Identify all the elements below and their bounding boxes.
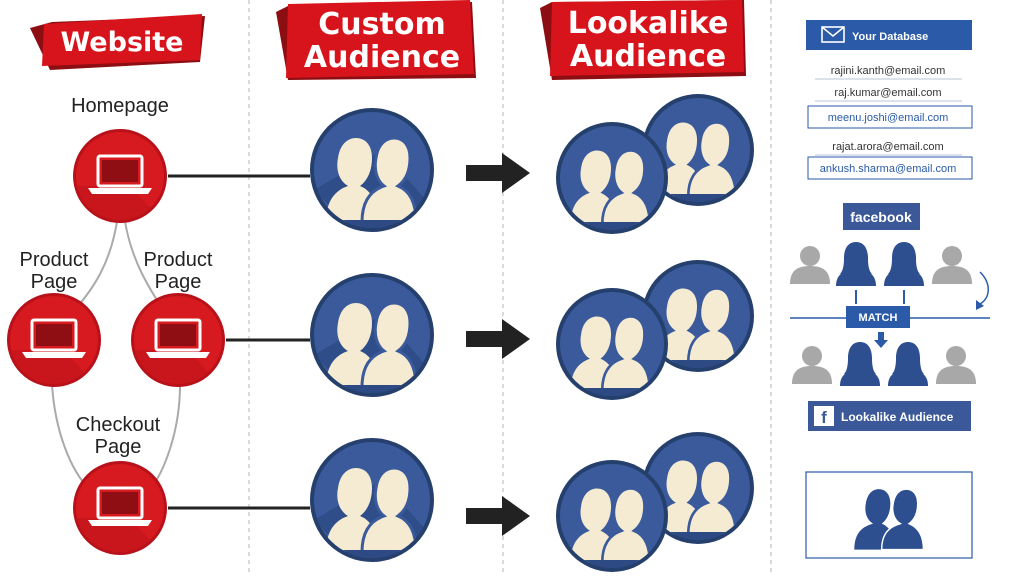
person-gray-icon xyxy=(792,346,832,384)
email-list: rajini.kanth@email.com raj.kumar@email.c… xyxy=(807,65,973,180)
custom-audience-circle-1 xyxy=(310,108,452,250)
facebook-logo-text: facebook xyxy=(850,209,912,225)
people-pair-icon xyxy=(854,488,925,551)
checkout-page-label-1: Checkout xyxy=(76,414,161,436)
person-gray-icon xyxy=(790,246,830,284)
product-page-left-node xyxy=(5,291,103,389)
checkout-page-node xyxy=(71,459,169,557)
lookalike-audience-title-1: Lookalike xyxy=(568,6,729,41)
person-blue-icon xyxy=(888,342,928,386)
lookalike-badge-text: Lookalike Audience xyxy=(841,410,954,424)
email-item-matched: meenu.joshi@email.com xyxy=(828,112,949,124)
email-item: rajat.arora@email.com xyxy=(832,141,943,153)
email-item: raj.kumar@email.com xyxy=(834,87,941,99)
custom-audience-title-2: Audience xyxy=(304,40,460,75)
database-title: Your Database xyxy=(852,31,928,43)
lookalike-audience-banner: Lookalike Audience xyxy=(540,0,746,80)
person-blue-icon xyxy=(836,242,876,286)
arrow-right-icon xyxy=(466,496,530,536)
custom-audience-banner: Custom Audience xyxy=(276,0,476,80)
lookalike-audience-group-1 xyxy=(556,94,754,242)
arrow-right-icon xyxy=(466,319,530,359)
people-row-bottom xyxy=(792,342,976,386)
person-blue-icon xyxy=(840,342,880,386)
product-page-right-label-1: Product xyxy=(144,249,213,271)
custom-audience-circle-3 xyxy=(310,438,452,576)
match-label: MATCH xyxy=(859,312,898,324)
match-badge: MATCH xyxy=(846,306,910,328)
checkout-page-label-2: Page xyxy=(95,436,142,458)
product-page-left-label-2: Page xyxy=(31,271,78,293)
people-row-top xyxy=(790,242,972,286)
down-arrow-icon xyxy=(874,332,888,348)
facebook-f-icon: f xyxy=(821,408,827,427)
homepage-node xyxy=(71,127,169,225)
lookalike-audience-group-3 xyxy=(556,432,754,576)
person-gray-icon xyxy=(936,346,976,384)
connector-product-right-checkout xyxy=(149,384,181,491)
person-gray-icon xyxy=(932,246,972,284)
website-title: Website xyxy=(60,27,183,58)
product-page-left-label-1: Product xyxy=(20,249,89,271)
website-banner: Website xyxy=(30,14,205,70)
database-header: Your Database xyxy=(806,20,972,50)
person-blue-icon xyxy=(884,242,924,286)
homepage-label: Homepage xyxy=(71,95,169,117)
product-page-right-label-2: Page xyxy=(155,271,202,293)
email-item-matched: ankush.sharma@email.com xyxy=(820,163,957,175)
mail-icon xyxy=(821,26,845,43)
custom-audience-circle-2 xyxy=(310,273,452,415)
custom-audience-title-1: Custom xyxy=(318,7,445,42)
facebook-logo: facebook xyxy=(843,203,920,230)
arrow-right-icon xyxy=(466,153,530,193)
lookalike-audience-title-2: Audience xyxy=(570,39,726,74)
lookalike-audience-group-2 xyxy=(556,260,754,408)
lookalike-result-box xyxy=(805,471,973,559)
product-page-right-node xyxy=(129,291,227,389)
lookalike-audience-badge: f Lookalike Audience xyxy=(808,401,971,431)
curved-arrow-icon xyxy=(979,271,989,305)
connector-product-left-checkout xyxy=(51,384,91,491)
email-item: rajini.kanth@email.com xyxy=(831,65,946,77)
